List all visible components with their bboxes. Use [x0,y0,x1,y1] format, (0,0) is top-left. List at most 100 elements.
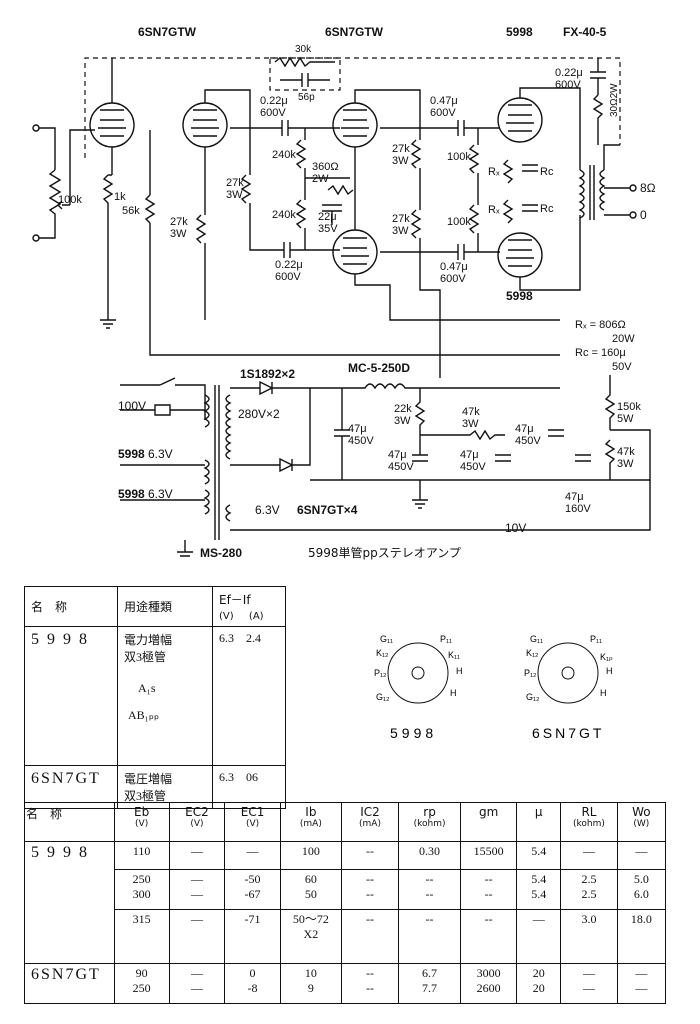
tube-v2b [332,229,378,275]
nfb-network-box [269,57,341,91]
heater-6.3v-c-label: 6.3V [255,503,280,517]
resistor-56k-value: 56k [122,205,140,217]
t2-header-9: RL(kohm) [560,802,618,842]
resistor-56k [144,194,156,224]
t2-cell-ec2: —— [168,963,226,1004]
tube-v2a [332,102,378,148]
ground-symbol-psu [412,480,428,509]
input-terminal-hot [32,124,40,132]
t1-header-ef-if: Ef－If (V) (A) [212,586,286,627]
tube-label-6sn7gtw-1: 6SN7GTW [138,25,197,39]
svg-text:H: H [606,666,613,676]
t2-cell-gm: 15500 [459,841,518,870]
resistor-rx-a-label: Rₓ [488,166,500,178]
psu-cap-47u-450v-d [548,429,564,437]
pinout-6sn7gt: G₁₁ P₁₁ K₁₂ K₁ₚ H P₁₂ H G₁₂ 6SN7GT [524,634,613,741]
mains-fuse [140,404,205,416]
t2-header-4: Ib(mA) [279,802,342,842]
t1-efif-6sn7gt: 6.3 06 [212,765,286,809]
t2-cell-mu: — [516,909,562,964]
t2-cell-rl: —— [560,963,618,1004]
cap-22u-35v [322,204,342,225]
t2-cell-ic2: -- [340,909,400,964]
resistor-27k-3w-b [195,214,207,244]
tube-v1a [89,102,135,148]
t2-cell-rp: ---- [398,869,461,910]
resistor-240k-a [295,139,307,169]
resistor-360ohm-2w [327,184,354,196]
output-terminal-8ohm [629,184,637,192]
nfb-capacitor-value: 56p [298,92,315,103]
tube-5998-bottom-label: 5998 [506,289,533,303]
t2-cell-wo: —— [616,963,667,1004]
t2-cell-ec2: —— [168,869,226,910]
schematic-caption: 5998単管ppステレオアンプ [308,545,461,560]
t2-cell-eb: 110 [113,841,170,870]
psu-cap-47u-450v-b [412,454,428,462]
t2-cell-rl: — [560,841,618,870]
svg-text:K₁₁: K₁₁ [448,650,460,660]
t1-name-5998: 5998 [24,626,118,766]
svg-text:P₁₂: P₁₂ [374,668,387,678]
t1-efif-5998: 6.3 2.4 [212,626,286,766]
svg-text:G₁₁: G₁₁ [380,634,393,644]
t1-header-use: 用途種類 [117,586,213,627]
t2-cell-wo: 18.0 [616,909,667,964]
t2-cell-wo: — [616,841,667,870]
t2-cell-ec1: -50-67 [224,869,281,910]
t2-cell-ic2: ---- [340,963,400,1004]
t1-header-name: 名 称 [24,586,118,627]
zobel-resistor-value: 30Ω2W [609,83,620,117]
transformer-label-fx40: FX-40-5 [563,25,607,39]
svg-text:K₁ₚ: K₁ₚ [600,652,613,662]
coupling-cap-0.47u-top [445,120,500,136]
tube-label-5998: 5998 [506,25,533,39]
power-transformer [203,385,232,540]
mains-100v-label: 100V [118,399,146,413]
pinout-5998: G₁₁ P₁₁ K₁₂ K₁₁ H P₁₂ H G₁₂ 5998 [374,634,463,741]
t2-row-name: 6SN7GT [24,963,115,1004]
svg-text:H: H [456,666,463,676]
note-rc: Rc = 160μ [575,347,626,359]
resistor-47k-3w-a [420,429,505,441]
t2-cell-ec2: — [168,909,226,964]
cap-rc-b-label: Rc [540,203,554,215]
nfb-capacitor-56p [280,73,330,87]
resistor-27k-3w-d [410,209,422,239]
output-transformer [578,165,606,220]
heater-5998-b-label: 5998 [118,487,145,501]
resistor-27k-3w-a [240,174,252,204]
resistor-100k-b-value: 100k [447,216,471,228]
output-0-label: 0 [640,208,647,222]
t1-row-6sn7gt: 6SN7GT 電圧増幅 双3極管 6.3 06 [24,765,286,809]
resistor-100k-b [468,204,480,234]
secondary-280v-label: 280V×2 [238,407,280,421]
tube-v1b [182,102,228,148]
psu-cap-47u-450v-a [334,388,350,480]
t2-cell-gm: -- [459,909,518,964]
tube-label-6sn7gtw-2: 6SN7GTW [325,25,384,39]
heater-10v-label: 10V [505,521,526,535]
svg-text:G₁₂: G₁₂ [376,692,390,702]
resistor-27k-3w-c [410,139,422,169]
svg-text:K₁₂: K₁₂ [376,648,389,658]
power-switch [159,377,176,386]
resistor-150k-5w [604,375,616,430]
t2-cell-ic2: ---- [340,869,400,910]
resistor-240k-b-value: 240k [272,209,296,221]
zobel-capacitor [590,58,606,95]
t2-header-8: μ [516,802,562,842]
resistor-rx-b [502,199,514,224]
